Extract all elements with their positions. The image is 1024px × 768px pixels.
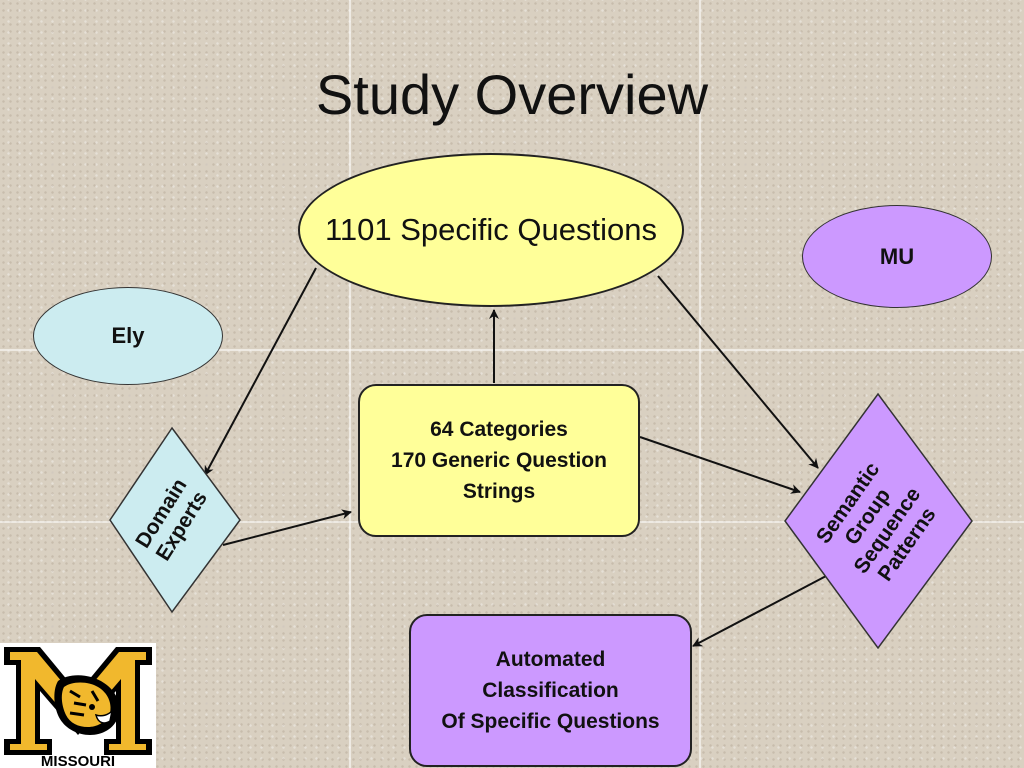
node-mu-label: MU — [879, 243, 915, 269]
missouri-tiger-logo: MISSOURI — [0, 643, 156, 768]
node-categories-line3: Strings — [462, 480, 536, 503]
node-automated-line2: Classification — [482, 679, 619, 702]
arrow-questions-to-semantic — [657, 275, 819, 469]
node-specific-questions: 1101 Specific Questions — [298, 153, 684, 307]
arrow-semantic-to-automated — [692, 574, 829, 647]
slide-title: Study Overview — [315, 63, 709, 126]
node-categories-line2: 170 Generic Question — [391, 449, 607, 472]
node-automated-classification: Automated Classification Of Specific Que… — [409, 614, 692, 767]
arrow-categories-to-semantic — [639, 436, 801, 494]
node-automated-line1: Automated — [495, 648, 606, 671]
arrow-questions-to-experts — [204, 267, 317, 476]
node-automated-line3: Of Specific Questions — [441, 710, 660, 733]
logo-wordmark: MISSOURI — [41, 753, 115, 768]
node-categories-line1: 64 Categories — [430, 418, 568, 441]
node-mu: MU — [802, 205, 992, 308]
node-specific-questions-label: 1101 Specific Questions — [324, 212, 657, 247]
node-ely: Ely — [33, 287, 223, 385]
node-categories: 64 Categories 170 Generic Question Strin… — [358, 384, 640, 537]
diamond-domain-experts — [109, 426, 241, 614]
node-ely-label: Ely — [111, 323, 145, 348]
arrow-experts-to-categories — [222, 509, 352, 546]
diamond-semantic — [784, 392, 973, 650]
